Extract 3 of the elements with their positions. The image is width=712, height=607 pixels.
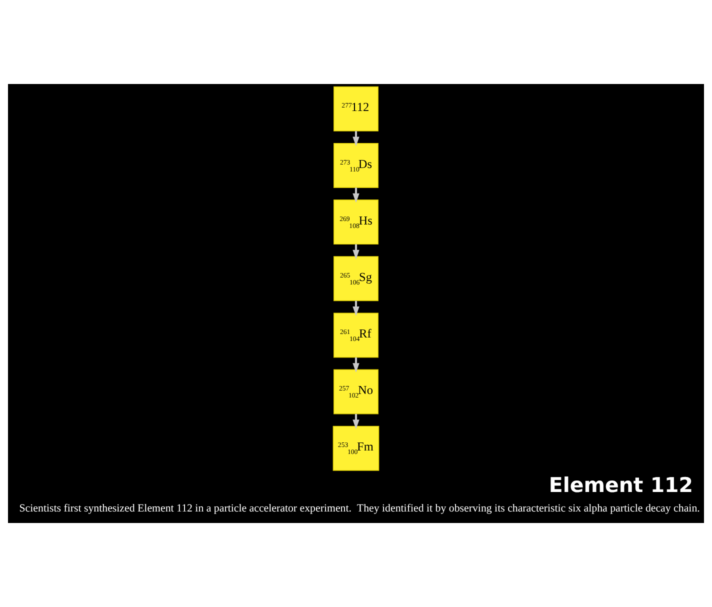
caption: Scientists first synthesized Element 112 in a particle accelerator experiment. They identified it by observing its characteristic six alpha particle decay chain. — [19, 502, 700, 515]
node-box: $^{277}$112 — [334, 86, 378, 132]
diagram-title: Element 112 — [548, 472, 694, 497]
